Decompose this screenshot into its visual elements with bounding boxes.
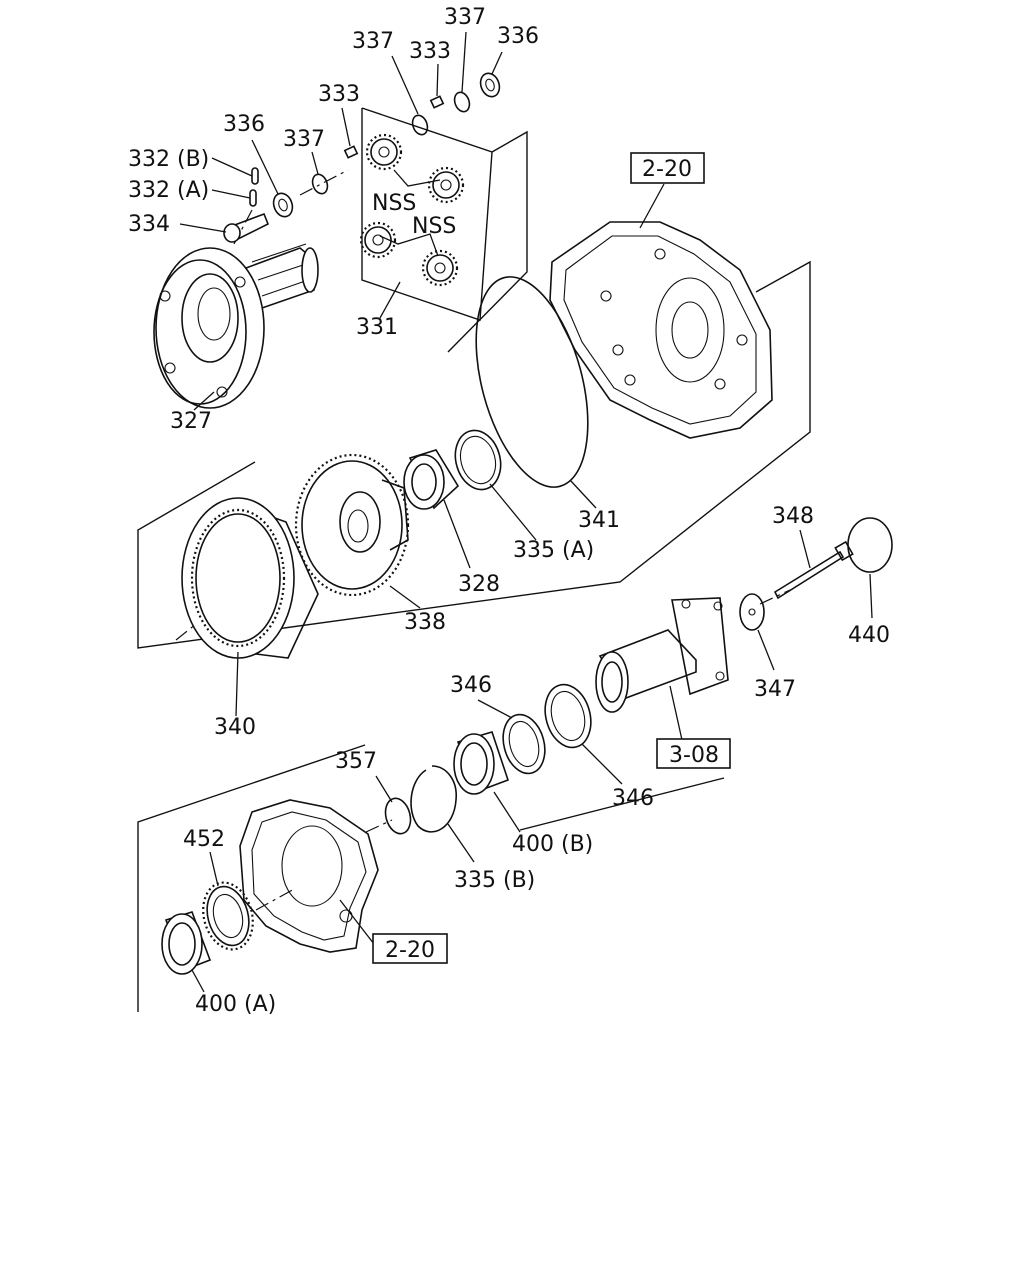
label-337-top: 337 xyxy=(444,5,486,30)
ring-346-left xyxy=(502,713,546,775)
label-347: 347 xyxy=(754,677,796,702)
label-334: 334 xyxy=(128,212,170,237)
thrust-washer-336-top xyxy=(479,72,501,98)
label-332a: 332 (A) xyxy=(128,178,209,203)
planet-gear-331-d xyxy=(421,249,459,287)
cap-440 xyxy=(847,517,893,573)
ref-label-2-20-top: 2-20 xyxy=(642,157,692,182)
label-400b: 400 (B) xyxy=(512,832,593,857)
label-336-top: 336 xyxy=(497,24,539,49)
label-333-a: 333 xyxy=(409,39,451,64)
ring-346-right xyxy=(544,683,592,749)
label-357: 357 xyxy=(335,749,377,774)
label-328: 328 xyxy=(458,572,500,597)
label-440: 440 xyxy=(848,623,890,648)
leader-lines xyxy=(179,31,873,993)
pin-332b xyxy=(251,167,259,185)
snap-ring-335b xyxy=(410,765,457,833)
label-346-b: 346 xyxy=(612,786,654,811)
bearing-400b xyxy=(453,731,510,795)
label-337-a: 337 xyxy=(352,29,394,54)
snap-ring-337-top xyxy=(453,91,471,113)
label-340: 340 xyxy=(214,715,256,740)
needle-roller-333-mid xyxy=(343,145,359,159)
bolt-348 xyxy=(773,540,854,600)
label-335a: 335 (A) xyxy=(513,538,594,563)
o-ring-357 xyxy=(384,797,412,835)
pin-332a xyxy=(249,189,257,207)
shaft-334 xyxy=(223,212,270,243)
label-nss-1: NSS xyxy=(372,191,416,216)
seal-347 xyxy=(739,593,765,631)
label-335b: 335 (B) xyxy=(454,868,535,893)
label-341: 341 xyxy=(578,508,620,533)
snap-ring-335a xyxy=(454,429,502,491)
ring-gear-340 xyxy=(181,497,319,659)
planet-gear-331-a xyxy=(365,133,403,171)
label-338: 338 xyxy=(404,610,446,635)
ref-box-3-08[interactable]: 3-08 xyxy=(656,738,731,769)
label-331: 331 xyxy=(356,315,398,340)
seal-452 xyxy=(202,881,254,951)
gear-338 xyxy=(294,453,410,597)
label-337-left: 337 xyxy=(283,127,325,152)
label-332b: 332 (B) xyxy=(128,147,209,172)
label-346-a: 346 xyxy=(450,673,492,698)
housing-2-20-bottom xyxy=(239,799,379,953)
label-327: 327 xyxy=(170,409,212,434)
needle-roller-333-top xyxy=(429,95,445,109)
ref-box-2-20-bottom[interactable]: 2-20 xyxy=(372,933,448,964)
label-336-left: 336 xyxy=(223,112,265,137)
planet-gear-331-b xyxy=(427,166,465,204)
ref-label-2-20-bottom: 2-20 xyxy=(385,938,435,963)
thrust-washer-336-left xyxy=(272,192,294,218)
label-348: 348 xyxy=(772,504,814,529)
planet-gear-331-c xyxy=(359,221,397,259)
part-labels: 337 336 337 333 333 336 337 332 (B) 332 … xyxy=(128,5,890,1017)
label-400a: 400 (A) xyxy=(195,992,276,1017)
assembly-frames xyxy=(137,107,811,1012)
bearing-328 xyxy=(403,449,460,510)
ref-box-2-20-top[interactable]: 2-20 xyxy=(630,152,705,184)
label-452: 452 xyxy=(183,827,225,852)
o-ring-341 xyxy=(475,276,589,488)
ref-label-3-08: 3-08 xyxy=(669,743,719,768)
label-nss-2: NSS xyxy=(412,214,456,239)
snap-ring-337-left xyxy=(311,173,329,195)
output-shaft-3-08 xyxy=(595,597,729,713)
snap-ring-337-mid xyxy=(411,114,429,136)
label-333-b: 333 xyxy=(318,82,360,107)
bearing-400a xyxy=(161,911,212,975)
planet-carrier-327 xyxy=(153,243,319,409)
housing-2-20-top xyxy=(549,221,773,439)
